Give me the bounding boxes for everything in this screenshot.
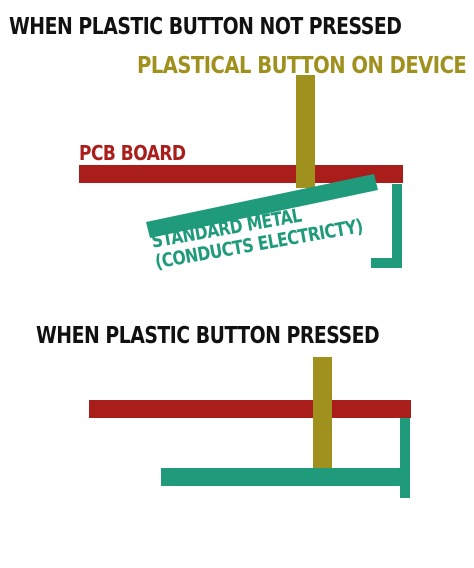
metal-contact-top (371, 184, 402, 268)
diagram-pressed (89, 357, 411, 498)
title-pressed: WHEN PLASTIC BUTTON PRESSED (36, 323, 380, 349)
plastic-button-bottom (313, 357, 332, 472)
metal-strip-bottom (161, 468, 406, 486)
metal-strip-top (146, 174, 378, 238)
pcb-board-bottom (89, 400, 411, 418)
plastic-button-top (296, 75, 315, 188)
plastic-button-label: PLASTICAL BUTTON ON DEVICE (137, 53, 467, 79)
title-not-pressed: WHEN PLASTIC BUTTON NOT PRESSED (9, 14, 402, 40)
pcb-board-label: PCB BOARD (79, 141, 186, 165)
diagram-not-pressed (79, 75, 403, 268)
metal-contact-bottom (400, 418, 410, 498)
pcb-board-top (79, 165, 403, 183)
